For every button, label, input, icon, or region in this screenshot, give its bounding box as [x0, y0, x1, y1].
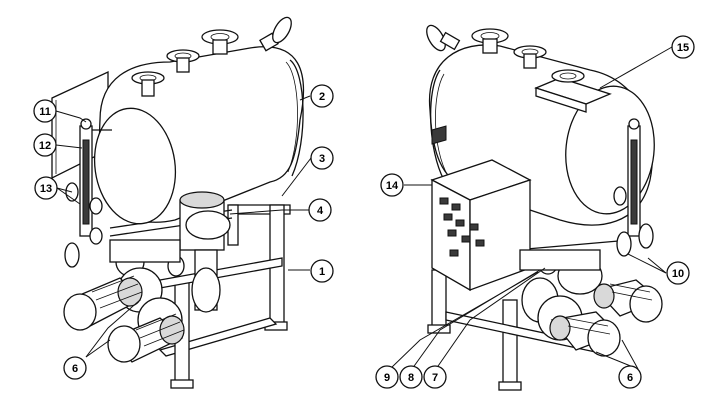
callout-8: 8 [399, 365, 423, 389]
support-frame [109, 204, 291, 389]
svg-text:8: 8 [408, 372, 414, 384]
callout-12: 12 [33, 133, 57, 157]
callout-13: 13 [34, 176, 58, 200]
svg-text:2: 2 [319, 91, 325, 103]
svg-text:3: 3 [319, 153, 325, 165]
callout-11: 11 [33, 99, 57, 123]
svg-text:1: 1 [319, 266, 325, 278]
control-panel [430, 125, 532, 292]
svg-text:10: 10 [672, 268, 684, 280]
callout-bubbles: 1 2 3 4 6 11 12 13 14 15 10 [33, 35, 695, 389]
motor-right-upper [593, 279, 663, 323]
svg-text:4: 4 [317, 205, 324, 217]
svg-text:15: 15 [677, 42, 689, 54]
callout-9: 9 [375, 365, 399, 389]
motor-upper [63, 275, 143, 331]
motor-right-lower [549, 311, 621, 357]
callout-14: 14 [380, 173, 404, 197]
left-view [51, 16, 305, 389]
svg-text:6: 6 [72, 363, 78, 375]
callout-6-right: 6 [618, 365, 642, 389]
pump-assembly-right [519, 249, 603, 341]
top-flanges-right [426, 24, 585, 83]
callout-4: 4 [308, 198, 332, 222]
top-flanges [131, 16, 292, 97]
level-gauge [64, 118, 112, 268]
callout-6-left: 6 [63, 356, 87, 380]
svg-text:14: 14 [386, 180, 399, 192]
callout-3: 3 [310, 146, 334, 170]
motor-lower [107, 313, 185, 363]
svg-text:11: 11 [39, 106, 51, 118]
callout-2: 2 [310, 84, 334, 108]
callout-15: 15 [671, 35, 695, 59]
callout-7: 7 [423, 365, 447, 389]
svg-text:13: 13 [40, 183, 52, 195]
support-frame-right [427, 239, 631, 391]
svg-text:9: 9 [384, 372, 390, 384]
right-view [426, 24, 663, 391]
callout-1: 1 [310, 259, 334, 283]
callout-10: 10 [666, 261, 690, 285]
svg-text:6: 6 [627, 372, 633, 384]
level-gauge-right [613, 118, 654, 257]
svg-text:7: 7 [432, 372, 438, 384]
leader-lines [55, 46, 673, 370]
svg-text:12: 12 [39, 140, 51, 152]
